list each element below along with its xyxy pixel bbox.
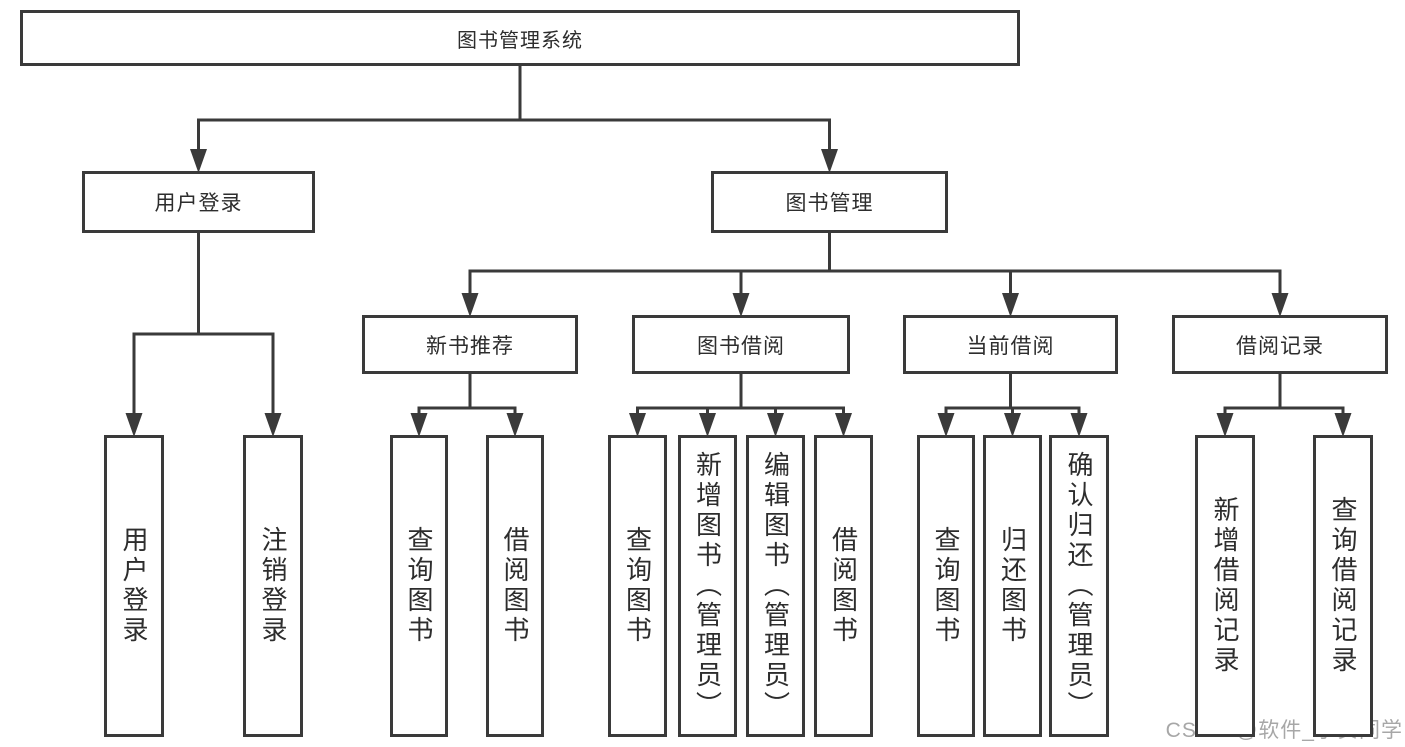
arrowhead-icon: [767, 413, 784, 437]
node-book-borrow: 图书借阅: [632, 315, 850, 374]
arrowhead-icon: [835, 413, 852, 437]
node-label-leaf-borrow-book-1: 借阅图书: [500, 526, 530, 646]
arrowhead-icon: [190, 149, 207, 173]
node-label-borrow-records: 借阅记录: [1236, 334, 1324, 358]
node-user-login: 用户登录: [82, 171, 315, 233]
arrowhead-icon: [264, 413, 282, 437]
node-label-root: 图书管理系统: [457, 29, 583, 52]
edge-group-book-borrow: [629, 374, 852, 437]
node-leaf-user-login: 用户登录: [104, 435, 164, 737]
arrowhead-icon: [410, 413, 428, 437]
edge-group-current-borrow: [937, 374, 1088, 437]
arrowhead-icon: [1271, 293, 1289, 317]
node-label-leaf-query-book-3: 查询图书: [931, 526, 961, 646]
node-leaf-edit-book: 编辑图书（管理员）: [746, 435, 805, 737]
arrowhead-icon: [1002, 293, 1019, 317]
edge-group-user-login: [125, 233, 282, 437]
arrowhead-icon: [629, 413, 646, 437]
arrowhead-icon: [125, 413, 143, 437]
node-leaf-query-borrow-rec: 查询借阅记录: [1313, 435, 1373, 737]
edge-group-new-book-rec: [410, 374, 524, 437]
arrowhead-icon: [1334, 413, 1352, 437]
edge-group-root: [190, 66, 838, 173]
edge-group-borrow-records: [1216, 374, 1352, 437]
node-label-leaf-edit-book: 编辑图书（管理员）: [760, 451, 791, 721]
node-label-leaf-logout: 注销登录: [258, 526, 288, 646]
node-leaf-query-book-3: 查询图书: [917, 435, 975, 737]
node-book-mgmt: 图书管理: [711, 171, 948, 233]
node-label-leaf-add-borrow-rec: 新增借阅记录: [1210, 496, 1240, 676]
arrowhead-icon: [1070, 413, 1088, 437]
arrowhead-icon: [732, 293, 750, 317]
node-new-book-rec: 新书推荐: [362, 315, 578, 374]
arrowhead-icon: [1216, 413, 1234, 437]
arrowhead-icon: [1004, 413, 1021, 437]
node-label-leaf-borrow-book-2: 借阅图书: [828, 526, 859, 646]
node-leaf-query-book-1: 查询图书: [390, 435, 448, 737]
node-label-leaf-query-borrow-rec: 查询借阅记录: [1328, 496, 1358, 676]
node-label-leaf-add-book: 新增图书（管理员）: [692, 451, 723, 721]
node-current-borrow: 当前借阅: [903, 315, 1118, 374]
node-label-book-mgmt: 图书管理: [785, 192, 874, 215]
node-label-new-book-rec: 新书推荐: [426, 334, 514, 358]
node-leaf-borrow-book-2: 借阅图书: [814, 435, 873, 737]
node-root: 图书管理系统: [20, 10, 1020, 66]
node-borrow-records: 借阅记录: [1172, 315, 1388, 374]
node-leaf-add-book: 新增图书（管理员）: [678, 435, 737, 737]
node-label-user-login: 用户登录: [154, 192, 243, 215]
arrowhead-icon: [937, 413, 955, 437]
arrowhead-icon: [506, 413, 524, 437]
node-leaf-return-book: 归还图书: [983, 435, 1042, 737]
node-leaf-logout: 注销登录: [243, 435, 303, 737]
node-label-leaf-query-book-2: 查询图书: [622, 526, 653, 646]
node-leaf-add-borrow-rec: 新增借阅记录: [1195, 435, 1255, 737]
arrowhead-icon: [821, 149, 838, 173]
node-label-leaf-confirm-return: 确认归还（管理员）: [1064, 451, 1094, 721]
node-label-leaf-user-login: 用户登录: [119, 526, 149, 646]
node-leaf-confirm-return: 确认归还（管理员）: [1049, 435, 1109, 737]
node-label-book-borrow: 图书借阅: [697, 334, 785, 358]
arrowhead-icon: [699, 413, 716, 437]
edge-group-book-mgmt: [461, 233, 1289, 317]
node-leaf-query-book-2: 查询图书: [608, 435, 667, 737]
node-label-leaf-return-book: 归还图书: [997, 526, 1028, 646]
arrowhead-icon: [461, 293, 479, 317]
node-label-leaf-query-book-1: 查询图书: [404, 526, 434, 646]
node-label-current-borrow: 当前借阅: [966, 334, 1055, 358]
node-leaf-borrow-book-1: 借阅图书: [486, 435, 544, 737]
